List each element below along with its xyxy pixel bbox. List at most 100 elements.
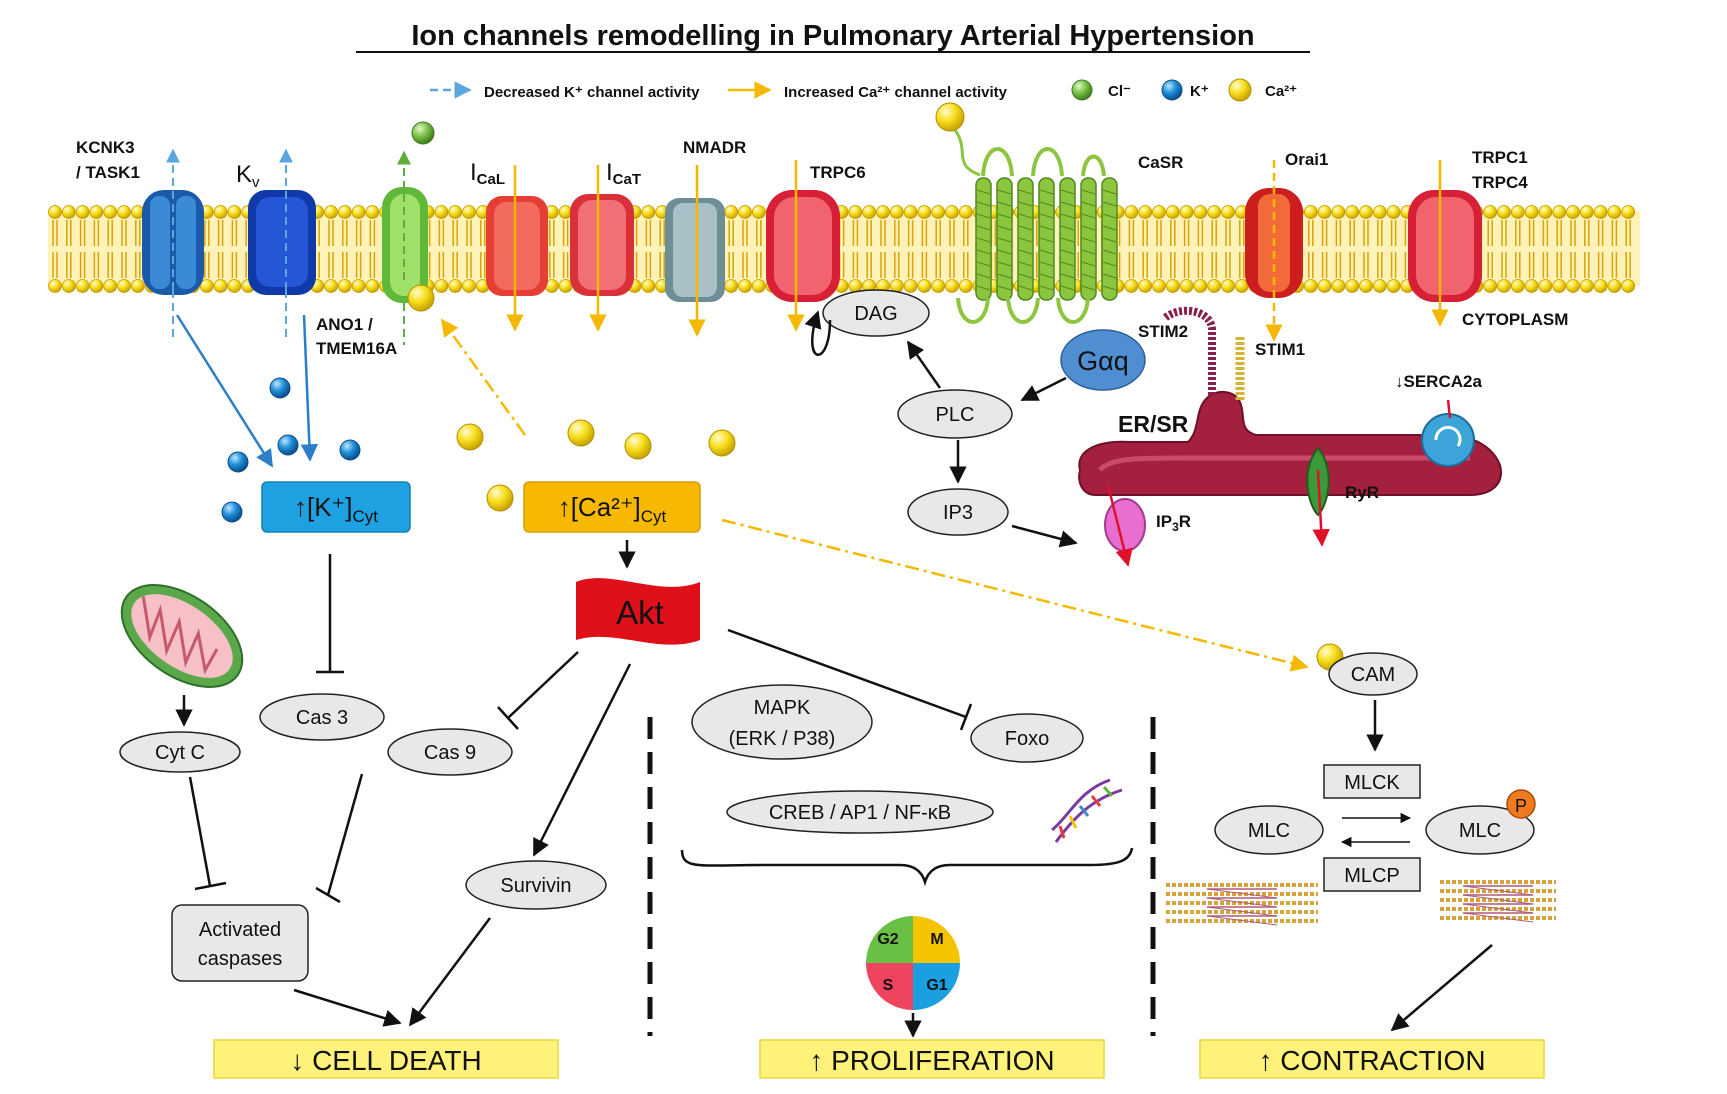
inhibition-kcyt-cas3: [316, 554, 344, 674]
ca-ion-icon: [567, 419, 595, 447]
label-icat: ICaT: [606, 159, 641, 188]
casr-receptor-icon: [935, 102, 1118, 324]
label-gaq: Gαq: [1077, 346, 1129, 376]
label-cyt-c: Cyt C: [155, 742, 205, 764]
label-tmem16a: TMEM16A: [316, 339, 397, 358]
label-mlc-left: MLC: [1248, 820, 1290, 842]
label-contraction: ↑ CONTRACTION: [1258, 1045, 1485, 1076]
label-stim1: STIM1: [1255, 340, 1305, 359]
label-creb: CREB / AP1 / NF-κB: [769, 802, 951, 824]
ca-cytosolic-box: ↑[Ca²⁺]Cyt: [523, 481, 701, 533]
cas3-node: Cas 3: [259, 693, 385, 741]
nmadr-channel-icon: [665, 165, 725, 337]
ip3-node: IP3: [907, 488, 1009, 536]
cell-death-outcome: ↓ CELL DEATH: [213, 1039, 559, 1079]
label-survivin: Survivin: [500, 875, 571, 897]
label-trpc4: TRPC4: [1472, 173, 1528, 192]
kcnk3-channel-icon: [142, 148, 204, 340]
arrow-ca-cam: [721, 518, 1309, 672]
label-akt: Akt: [616, 594, 664, 631]
legend-increased-ca: Increased Ca²⁺ channel activity: [784, 84, 1008, 101]
inhibition-cas3-activated: [315, 773, 364, 904]
label-proliferation: ↑ PROLIFERATION: [809, 1045, 1054, 1076]
survivin-node: Survivin: [465, 860, 607, 910]
ical-channel-icon: [486, 165, 548, 332]
cam-node: CAM: [1328, 652, 1418, 696]
er-sr-organelle-icon: [1078, 391, 1502, 496]
serca2a-pump-icon: [1421, 399, 1475, 467]
arrow-akt-survivin: [532, 663, 632, 857]
contraction-outcome: ↑ CONTRACTION: [1199, 1039, 1545, 1079]
label-phospho: P: [1515, 796, 1527, 816]
icat-channel-icon: [570, 165, 634, 332]
label-cas3: Cas 3: [296, 707, 348, 729]
label-serca2a: ↓SERCA2a: [1395, 372, 1482, 391]
foxo-node: Foxo: [970, 713, 1084, 763]
legend-k: K⁺: [1190, 83, 1209, 100]
label-k-cyt: ↑[K⁺]Cyt: [294, 492, 378, 526]
ca-ion-icon: [708, 429, 736, 457]
label-kcnk3: KCNK3: [76, 138, 135, 157]
label-dag: DAG: [854, 303, 897, 325]
mapk-node: MAPK (ERK / P38): [691, 684, 873, 760]
label-plc: PLC: [936, 404, 975, 426]
k-ion-icon: [277, 434, 299, 456]
ca-ion-icon: [486, 484, 514, 512]
label-activated: Activated: [199, 919, 281, 941]
phospho-badge: P: [1506, 789, 1536, 819]
dag-node: DAG: [822, 289, 930, 337]
label-cam: CAM: [1351, 664, 1395, 686]
label-g2: G2: [877, 931, 898, 948]
label-ical: ICaL: [470, 159, 505, 188]
label-cell-death: ↓ CELL DEATH: [290, 1045, 481, 1076]
label-caspases: caspases: [198, 948, 283, 970]
diagram-title: Ion channels remodelling in Pulmonary Ar…: [411, 20, 1254, 52]
trpc1-trpc4-channel-icon: [1408, 160, 1482, 327]
legend-cl-ion-icon: [1071, 79, 1093, 101]
label-task1: / TASK1: [76, 163, 140, 182]
label-cytoplasm: CYTOPLASM: [1462, 310, 1568, 329]
legend-ca: Ca²⁺: [1265, 83, 1297, 100]
creb-node: CREB / AP1 / NF-κB: [726, 790, 994, 834]
k-cytosolic-box: ↑[K⁺]Cyt: [261, 481, 411, 533]
ca-ion-icon: [456, 423, 484, 451]
legend-decreased-k: Decreased K⁺ channel activity: [484, 84, 700, 101]
label-trpc6: TRPC6: [810, 163, 866, 182]
arrow-activated-death: [293, 988, 402, 1027]
proliferation-outcome: ↑ PROLIFERATION: [759, 1039, 1105, 1079]
arrow-ca-ano1: [440, 318, 527, 436]
arrow-survivin-death: [408, 917, 492, 1027]
mlc-right-node: MLC: [1425, 805, 1535, 855]
legend-ca-ion-icon: [1228, 78, 1252, 102]
label-ryr: RyR: [1345, 483, 1379, 502]
arrow-kcnk3-kcyt: [175, 314, 274, 468]
gaq-protein: [1060, 329, 1146, 391]
label-kv: Kv: [236, 161, 260, 191]
cas9-node: Cas 9: [387, 728, 513, 776]
ca-ion-icon: [407, 284, 435, 312]
label-ca-cyt: ↑[Ca²⁺]Cyt: [558, 492, 667, 526]
brace-icon: [680, 847, 1134, 887]
label-er-sr: ER/SR: [1118, 411, 1189, 437]
ryr-icon: [1306, 446, 1330, 547]
cyt-c-node: Cyt C: [119, 731, 241, 773]
k-ion-icon: [269, 377, 291, 399]
legend-cl: Cl⁻: [1108, 83, 1131, 100]
ano1-channel-icon: [382, 150, 428, 345]
arrow-filaments-contraction: [1390, 944, 1493, 1032]
stim2-icon: [1162, 306, 1216, 395]
label-ip3r: IP3R: [1156, 512, 1191, 534]
mitochondria-icon: [120, 584, 244, 688]
akt-banner: [576, 578, 700, 645]
label-cas9: Cas 9: [424, 742, 476, 764]
ca-ion-icon: [624, 432, 652, 460]
cell-cycle-icon: G2 M S G1: [864, 914, 962, 1012]
label-erk-p38: (ERK / P38): [729, 728, 836, 750]
label-mapk: MAPK: [754, 697, 811, 719]
arrow-gaq-plc: [1020, 376, 1067, 402]
plc-node: PLC: [897, 389, 1013, 439]
mlck-box: MLCK: [1323, 764, 1421, 799]
legend: Decreased K⁺ channel activity Increased …: [430, 78, 1297, 102]
label-mlck: MLCK: [1344, 772, 1400, 794]
